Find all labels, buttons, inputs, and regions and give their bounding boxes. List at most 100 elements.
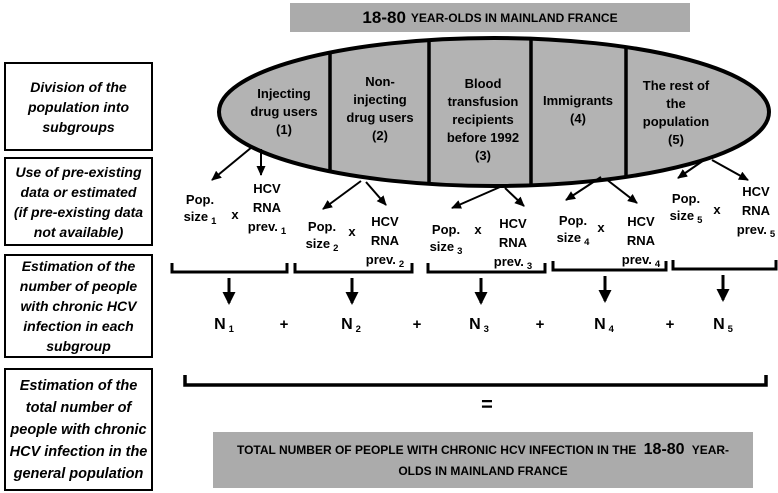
hcv-word: RNA [252, 200, 282, 215]
segment-line: Blood [464, 76, 502, 91]
hcv-word: HCV [499, 216, 527, 231]
subscript: 1 [211, 216, 217, 227]
step-box-line: not available) [33, 223, 124, 240]
plus-sign: + [535, 316, 545, 333]
step-box-line: HCV infection in the [9, 443, 148, 460]
subscript: 4 [608, 324, 614, 335]
hcv-word: RNA [370, 233, 400, 248]
segment-line: drug users [346, 110, 414, 125]
hcv-prev-label-4: HCV RNA prev.4 [610, 212, 672, 271]
step-box-line: data or estimated [20, 183, 137, 200]
plus-sign: + [279, 316, 289, 333]
subscript: 3 [457, 246, 463, 257]
segment-line: (1) [276, 122, 292, 137]
step-box-line: infection in each [23, 318, 134, 334]
bottom-banner-line2: OLDS IN MAINLAND FRANCE [398, 463, 568, 478]
segment-line: (5) [668, 132, 684, 147]
hcv-word: prev.5 [736, 222, 776, 240]
step-box-line: total number of [25, 399, 132, 416]
hcv-word: HCV [253, 181, 281, 196]
step-box-line: people with chronic [10, 421, 147, 438]
hcv-prev-label-5: HCV RNA prev.5 [725, 182, 778, 241]
segment-label-immigrants: Immigrants (4) [526, 92, 630, 128]
pop-word: Pop. [431, 222, 461, 237]
hcv-word: RNA [741, 203, 771, 218]
top-banner: 18-80 YEAR-OLDS IN MAINLAND FRANCE [290, 3, 690, 32]
step-box-line: subgroups [42, 118, 115, 135]
segment-dividers [328, 38, 628, 186]
segment-line: Immigrants [542, 93, 614, 108]
segment-line: (3) [475, 148, 491, 163]
subscript: 1 [280, 226, 287, 237]
subscript: 4 [654, 259, 661, 270]
multiply-sign-2: x [348, 224, 356, 239]
sum-arrows [222, 275, 730, 305]
top-banner-text: YEAR-OLDS IN MAINLAND FRANCE [410, 10, 618, 25]
hcv-word: prev.2 [365, 252, 405, 270]
multiply-sign-4: x [597, 220, 605, 235]
population-ellipse [217, 36, 771, 188]
subgroup-arrows [211, 146, 749, 210]
segment-line: the [666, 96, 686, 111]
segment-label-rest-of-population: The rest of the population (5) [624, 77, 728, 149]
bottom-banner: TOTAL NUMBER OF PEOPLE WITH CHRONIC HCV … [213, 432, 753, 488]
subscript: 2 [333, 243, 339, 254]
product-brackets [170, 260, 778, 274]
subscript: 5 [727, 324, 733, 335]
segment-line: (4) [570, 111, 586, 126]
bottom-banner-age-range: 18-80 [643, 440, 685, 458]
step-box-data-source: Use of pre-existing data or estimated (i… [4, 157, 153, 246]
subscript: 3 [526, 261, 533, 272]
step-box-line: Use of pre-existing [15, 163, 142, 180]
hcv-word: prev.3 [493, 254, 533, 272]
hcv-word: HCV [742, 184, 770, 199]
segment-label-blood-transfusion: Blood transfusion recipients before 1992… [431, 75, 535, 165]
hcv-word: RNA [498, 235, 528, 250]
plus-sign: + [665, 316, 675, 333]
hcv-word: prev.1 [247, 219, 287, 237]
segment-line: recipients [452, 112, 514, 127]
step-box-division: Division of the population into subgroup… [4, 62, 153, 151]
total-bracket [183, 375, 768, 387]
segment-line: transfusion [447, 94, 519, 109]
step-box-line: general population [13, 465, 144, 482]
subscript: 4 [584, 237, 590, 248]
step-box-line: Estimation of the [21, 258, 136, 274]
step-box-subgroup-estimation: Estimation of the number of people with … [4, 254, 153, 358]
segment-line: Injecting [257, 86, 311, 101]
plus-sign: + [412, 316, 422, 333]
step-box-line: population into [27, 98, 130, 115]
segment-label-non-injecting-drug-users: Non- injecting drug users (2) [328, 73, 432, 145]
segment-line: The rest of [642, 78, 710, 93]
subscript: 1 [228, 324, 234, 335]
segment-line: drug users [250, 104, 318, 119]
segment-line: before 1992 [446, 130, 520, 145]
step-box-line: with chronic HCV [20, 298, 137, 314]
top-banner-age-range: 18-80 [362, 7, 406, 27]
hcv-word: HCV [371, 214, 399, 229]
segment-line: Non- [365, 74, 395, 89]
step-box-line: Division of the [30, 78, 127, 95]
equals-sign: = [481, 394, 493, 416]
subscript: 3 [483, 324, 489, 335]
multiply-sign-5: x [713, 202, 721, 217]
hcv-word: prev.4 [621, 252, 661, 270]
step-box-line: number of people [19, 278, 138, 294]
step-box-line: Estimation of the [19, 377, 138, 394]
multiply-sign-3: x [474, 222, 482, 237]
segment-line: (2) [372, 128, 388, 143]
